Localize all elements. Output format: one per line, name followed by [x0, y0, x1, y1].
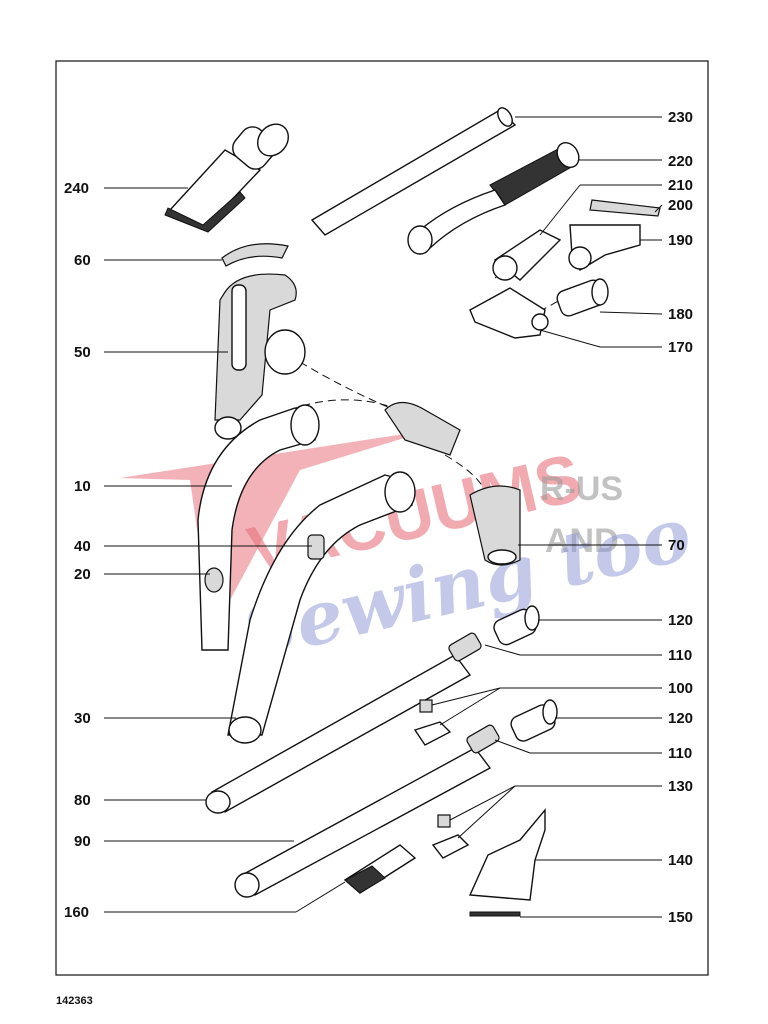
drawing-frame	[55, 60, 709, 976]
callout-70: 70	[668, 537, 685, 554]
part-180-connector	[556, 278, 609, 317]
drawing-number: 142363	[56, 995, 93, 1007]
part-210-nozzle	[492, 229, 562, 281]
callout-10: 10	[74, 478, 91, 495]
part-50-handle	[214, 273, 306, 440]
watermark-line2: R-US	[540, 470, 623, 508]
part-60-cover	[221, 243, 289, 267]
part-230-tube	[310, 107, 517, 236]
callout-120b: 120	[668, 710, 693, 727]
part-140-crevice-nozzle	[468, 808, 546, 901]
callout-140: 140	[668, 852, 693, 869]
callout-160: 160	[64, 904, 89, 921]
callout-210: 210	[668, 177, 693, 194]
part-200-strip	[589, 199, 661, 217]
part-100-clip	[413, 699, 452, 746]
part-170-adapter	[469, 287, 549, 339]
callout-80: 80	[74, 792, 91, 809]
callout-110b: 110	[668, 745, 692, 762]
callout-190: 190	[668, 232, 693, 249]
part-70-swivel	[384, 401, 521, 566]
callout-180: 180	[668, 306, 693, 323]
part-160-brush	[343, 844, 417, 894]
callout-30: 30	[74, 710, 91, 727]
connection-dashed-line	[299, 361, 391, 409]
callout-230: 230	[668, 109, 693, 126]
leader-lines	[104, 116, 663, 918]
callout-220: 220	[668, 153, 693, 170]
part-120b-coupling	[510, 699, 558, 742]
callout-100: 100	[668, 680, 693, 697]
callout-90: 90	[74, 833, 91, 850]
part-220-flexible-hose	[407, 141, 580, 255]
part-80-wand	[205, 632, 482, 814]
callout-120a: 120	[668, 612, 693, 629]
part-30-40-handle	[227, 471, 416, 744]
callout-130: 130	[668, 778, 693, 795]
callout-150: 150	[668, 909, 693, 926]
watermark-v-shape	[120, 430, 430, 620]
callout-50: 50	[74, 344, 91, 361]
part-10-bent-handle	[197, 404, 320, 651]
watermark-line3: AND	[545, 522, 619, 560]
callout-labels: 230 220 210 200 190 180 170 240 60 50 10…	[64, 109, 693, 926]
part-240-dusting-brush	[164, 123, 290, 233]
callout-170: 170	[668, 339, 693, 356]
part-190-floor-tool	[568, 224, 641, 271]
callout-240: 240	[64, 180, 89, 197]
callout-20: 20	[74, 566, 91, 583]
callout-110a: 110	[668, 647, 692, 664]
callout-200: 200	[668, 197, 693, 214]
part-150-brush-strip	[469, 911, 521, 917]
part-120a-coupling	[493, 605, 540, 646]
part-90-wand	[234, 724, 500, 898]
part-130-clip	[431, 814, 470, 859]
callout-60: 60	[74, 252, 91, 269]
callout-40: 40	[74, 538, 91, 555]
